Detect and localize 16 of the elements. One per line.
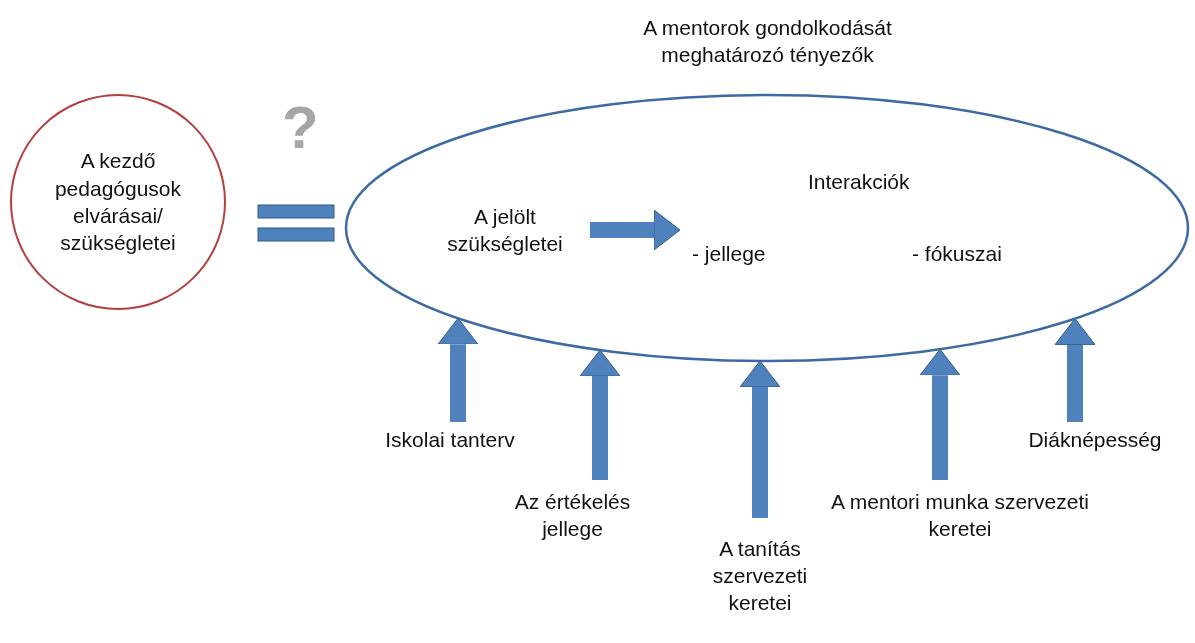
node-text: - jellege <box>692 241 766 267</box>
node-text: A jelölt szükségletei <box>420 185 590 275</box>
node-text: Interakciók <box>808 169 910 195</box>
node-text: Az értékelés jellege <box>490 480 655 550</box>
block-arrow <box>579 349 621 480</box>
block-arrow <box>739 360 781 518</box>
heading-text: A mentorok gondolkodását meghatározó tényezők <box>642 15 893 69</box>
node-text: Iskolai tanterv <box>350 422 550 458</box>
node-text: Diáknépesség <box>1000 422 1190 458</box>
block-arrow <box>919 348 961 480</box>
node-text: - fókuszai <box>912 241 1002 267</box>
node-text: A kezdő pedagógusok elvárásai/ szükségletei <box>53 148 183 257</box>
question-mark: ? <box>282 98 319 158</box>
block-arrow <box>437 317 479 422</box>
block-arrow <box>1054 318 1096 422</box>
block-arrow <box>590 209 681 251</box>
